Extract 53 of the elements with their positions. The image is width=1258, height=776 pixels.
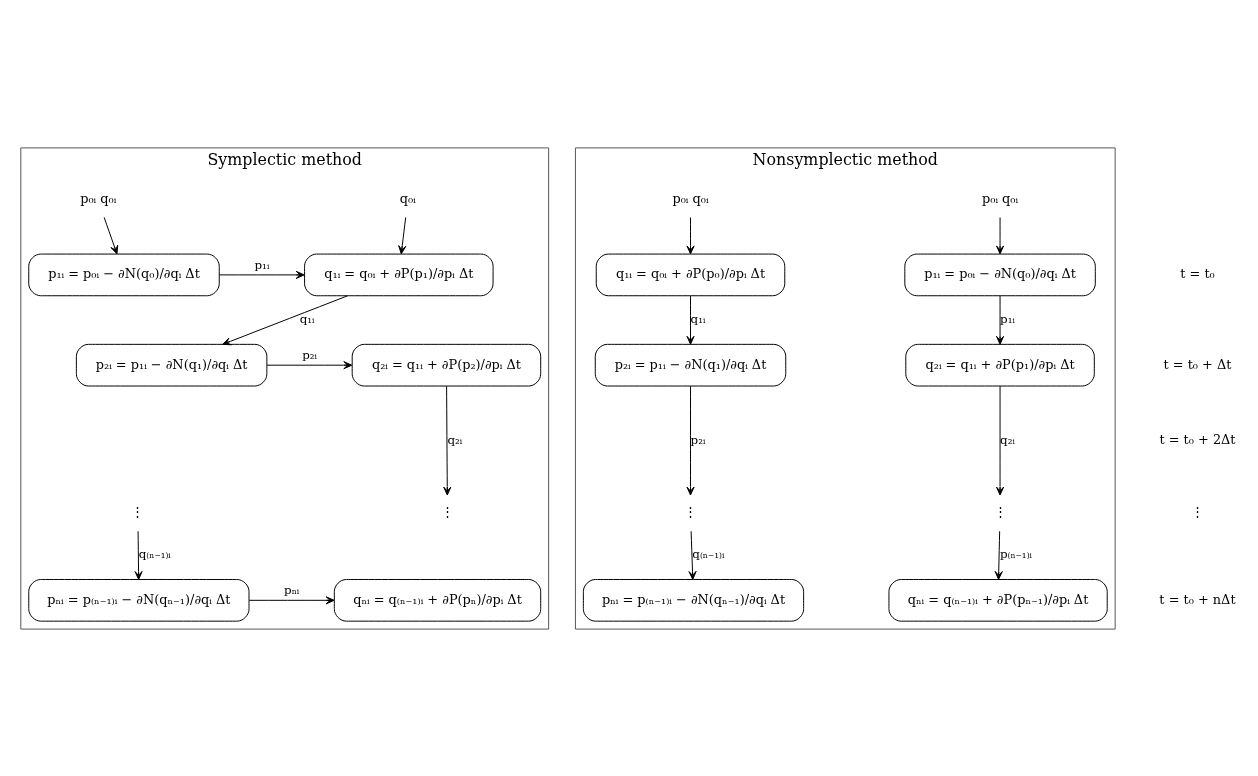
- edge-label: q₍ₙ₋₁₎ᵢ: [692, 546, 725, 561]
- arrow: [994, 530, 1003, 580]
- node-text: ⋮: [684, 503, 698, 519]
- label: t = t₀ + 2Δt: [1159, 431, 1236, 447]
- arrow: [218, 270, 305, 279]
- node-box: p₁ᵢ = p₀ᵢ − ∂N(q₀)/∂qᵢ Δt: [28, 253, 220, 296]
- arrow: [248, 595, 335, 604]
- node-box: p₂ᵢ = p₁ᵢ − ∂N(q₁)/∂qᵢ Δt: [75, 343, 268, 386]
- node-text: ⋮: [440, 503, 454, 519]
- edge-label: pₙᵢ: [284, 582, 300, 597]
- edge-label: p₁ᵢ: [1000, 311, 1015, 326]
- edge-label: q₂ᵢ: [447, 432, 463, 447]
- arrow: [686, 385, 695, 495]
- edge-label: q₁ᵢ: [299, 311, 315, 326]
- arrow: [266, 360, 353, 369]
- edge-label: q₂ᵢ: [1000, 432, 1015, 447]
- node-box: q₂ᵢ = q₁ᵢ + ∂P(p₁)/∂pᵢ Δt: [905, 343, 1095, 386]
- node-box: q₁ᵢ = q₀ᵢ + ∂P(p₀)/∂pᵢ Δt: [595, 253, 786, 296]
- node-text: q₀ᵢ: [399, 190, 416, 206]
- node-box: pₙᵢ = p₍ₙ₋₁₎ᵢ − ∂N(qₙ₋₁)/∂qᵢ Δt: [28, 578, 250, 622]
- node-box: qₙᵢ = q₍ₙ₋₁₎ᵢ + ∂P(pₙ)/∂pᵢ Δt: [333, 578, 542, 622]
- node-box: p₂ᵢ = p₁ᵢ − ∂N(q₁)/∂qᵢ Δt: [594, 343, 787, 386]
- edge-label: q₍ₙ₋₁₎ᵢ: [138, 546, 171, 561]
- node-box: pₙᵢ = p₍ₙ₋₁₎ᵢ − ∂N(qₙ₋₁)/∂qᵢ Δt: [582, 578, 805, 622]
- label: t = t₀ + Δt: [1163, 356, 1232, 372]
- node-box: p₁ᵢ = p₀ᵢ − ∂N(q₀)/∂qᵢ Δt: [904, 253, 1096, 296]
- node-text: p₀ᵢ q₀ᵢ: [672, 190, 709, 206]
- edge-label: p₍ₙ₋₁₎ᵢ: [999, 546, 1032, 561]
- label: t = t₀ + nΔt: [1159, 591, 1236, 607]
- arrow: [222, 294, 349, 345]
- arrow: [686, 216, 695, 254]
- label: t = t₀: [1180, 265, 1215, 281]
- arrow: [996, 294, 1005, 345]
- node-text: ⋮: [993, 503, 1007, 519]
- node-text: p₀ᵢ q₀ᵢ: [982, 190, 1019, 206]
- node-text: ⋮: [131, 503, 145, 519]
- node-box: qₙᵢ = q₍ₙ₋₁₎ᵢ + ∂P(pₙ₋₁)/∂pᵢ Δt: [888, 578, 1108, 622]
- edge-label: p₂ᵢ: [302, 347, 317, 362]
- node-box: q₂ᵢ = q₁ᵢ + ∂P(p₂)/∂pᵢ Δt: [351, 343, 542, 386]
- arrow: [398, 216, 407, 254]
- arrow: [443, 385, 452, 495]
- edge-label: p₁ᵢ: [254, 257, 270, 272]
- edge-label: p₂ᵢ: [690, 432, 706, 447]
- node-box: q₁ᵢ = q₀ᵢ + ∂P(p₁)/∂pᵢ Δt: [304, 253, 494, 296]
- label: ⋮: [1191, 503, 1204, 519]
- arrow: [134, 530, 143, 580]
- arrow: [996, 385, 1005, 495]
- arrow: [103, 216, 119, 254]
- arrow: [686, 294, 695, 345]
- edge-label: q₁ᵢ: [690, 311, 706, 326]
- arrow: [996, 216, 1005, 254]
- node-text: p₀ᵢ q₀ᵢ: [80, 190, 117, 206]
- arrow: [688, 530, 697, 580]
